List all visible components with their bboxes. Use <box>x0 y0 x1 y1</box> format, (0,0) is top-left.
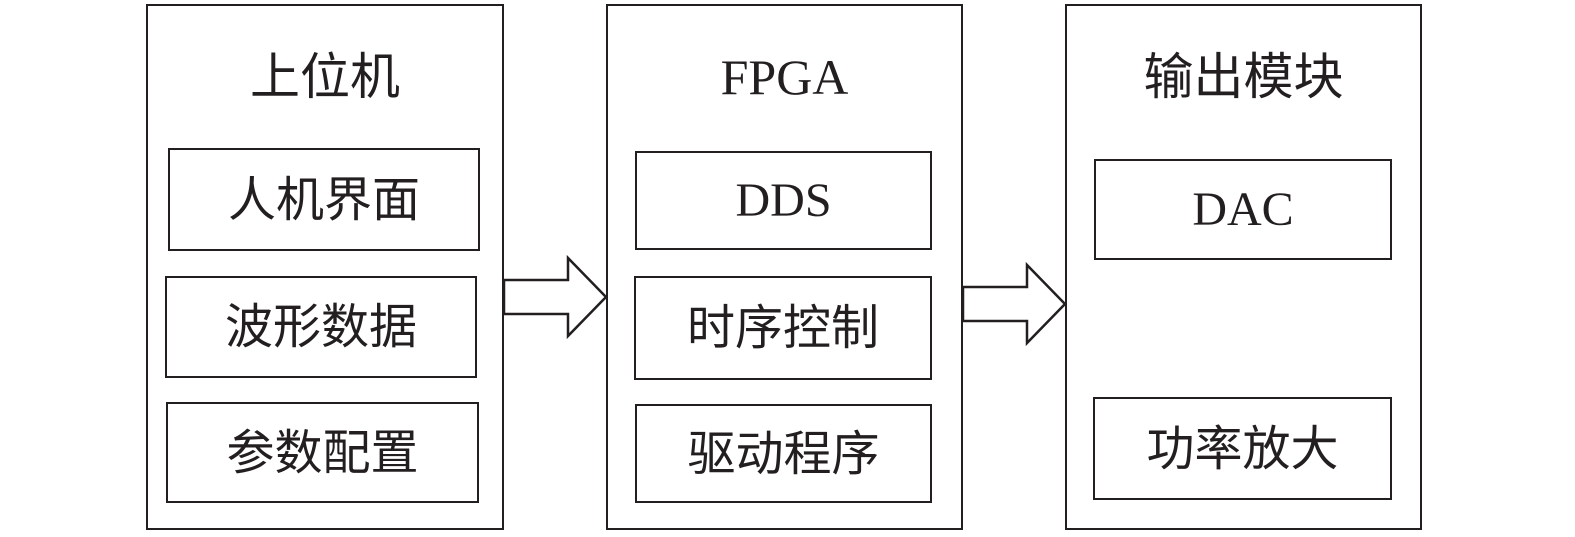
waveform-data-box: 波形数据 <box>165 276 477 378</box>
power-amplifier-box: 功率放大 <box>1093 397 1392 500</box>
arrow-host-to-fpga <box>502 254 608 340</box>
arrow-host-to-fpga-shape <box>502 254 608 340</box>
parameter-config-box: 参数配置 <box>166 402 479 503</box>
timing-control-box: 时序控制 <box>634 276 932 380</box>
driver-program-box: 驱动程序 <box>635 404 932 503</box>
fpga-title: FPGA <box>720 49 849 105</box>
output-module-title: 输出模块 <box>1143 48 1344 106</box>
dac-box: DAC <box>1094 159 1392 260</box>
arrow-fpga-to-output-shape <box>961 261 1067 347</box>
hmi-box: 人机界面 <box>168 148 480 251</box>
fpga-block: FPGA DDS 时序控制 驱动程序 <box>606 4 963 530</box>
dds-box: DDS <box>635 151 932 250</box>
arrow-fpga-to-output <box>961 261 1067 347</box>
host-computer-title: 上位机 <box>250 48 400 106</box>
host-computer-block: 上位机 人机界面 波形数据 参数配置 <box>146 4 504 530</box>
output-module-block: 输出模块 DAC 功率放大 <box>1065 4 1422 530</box>
